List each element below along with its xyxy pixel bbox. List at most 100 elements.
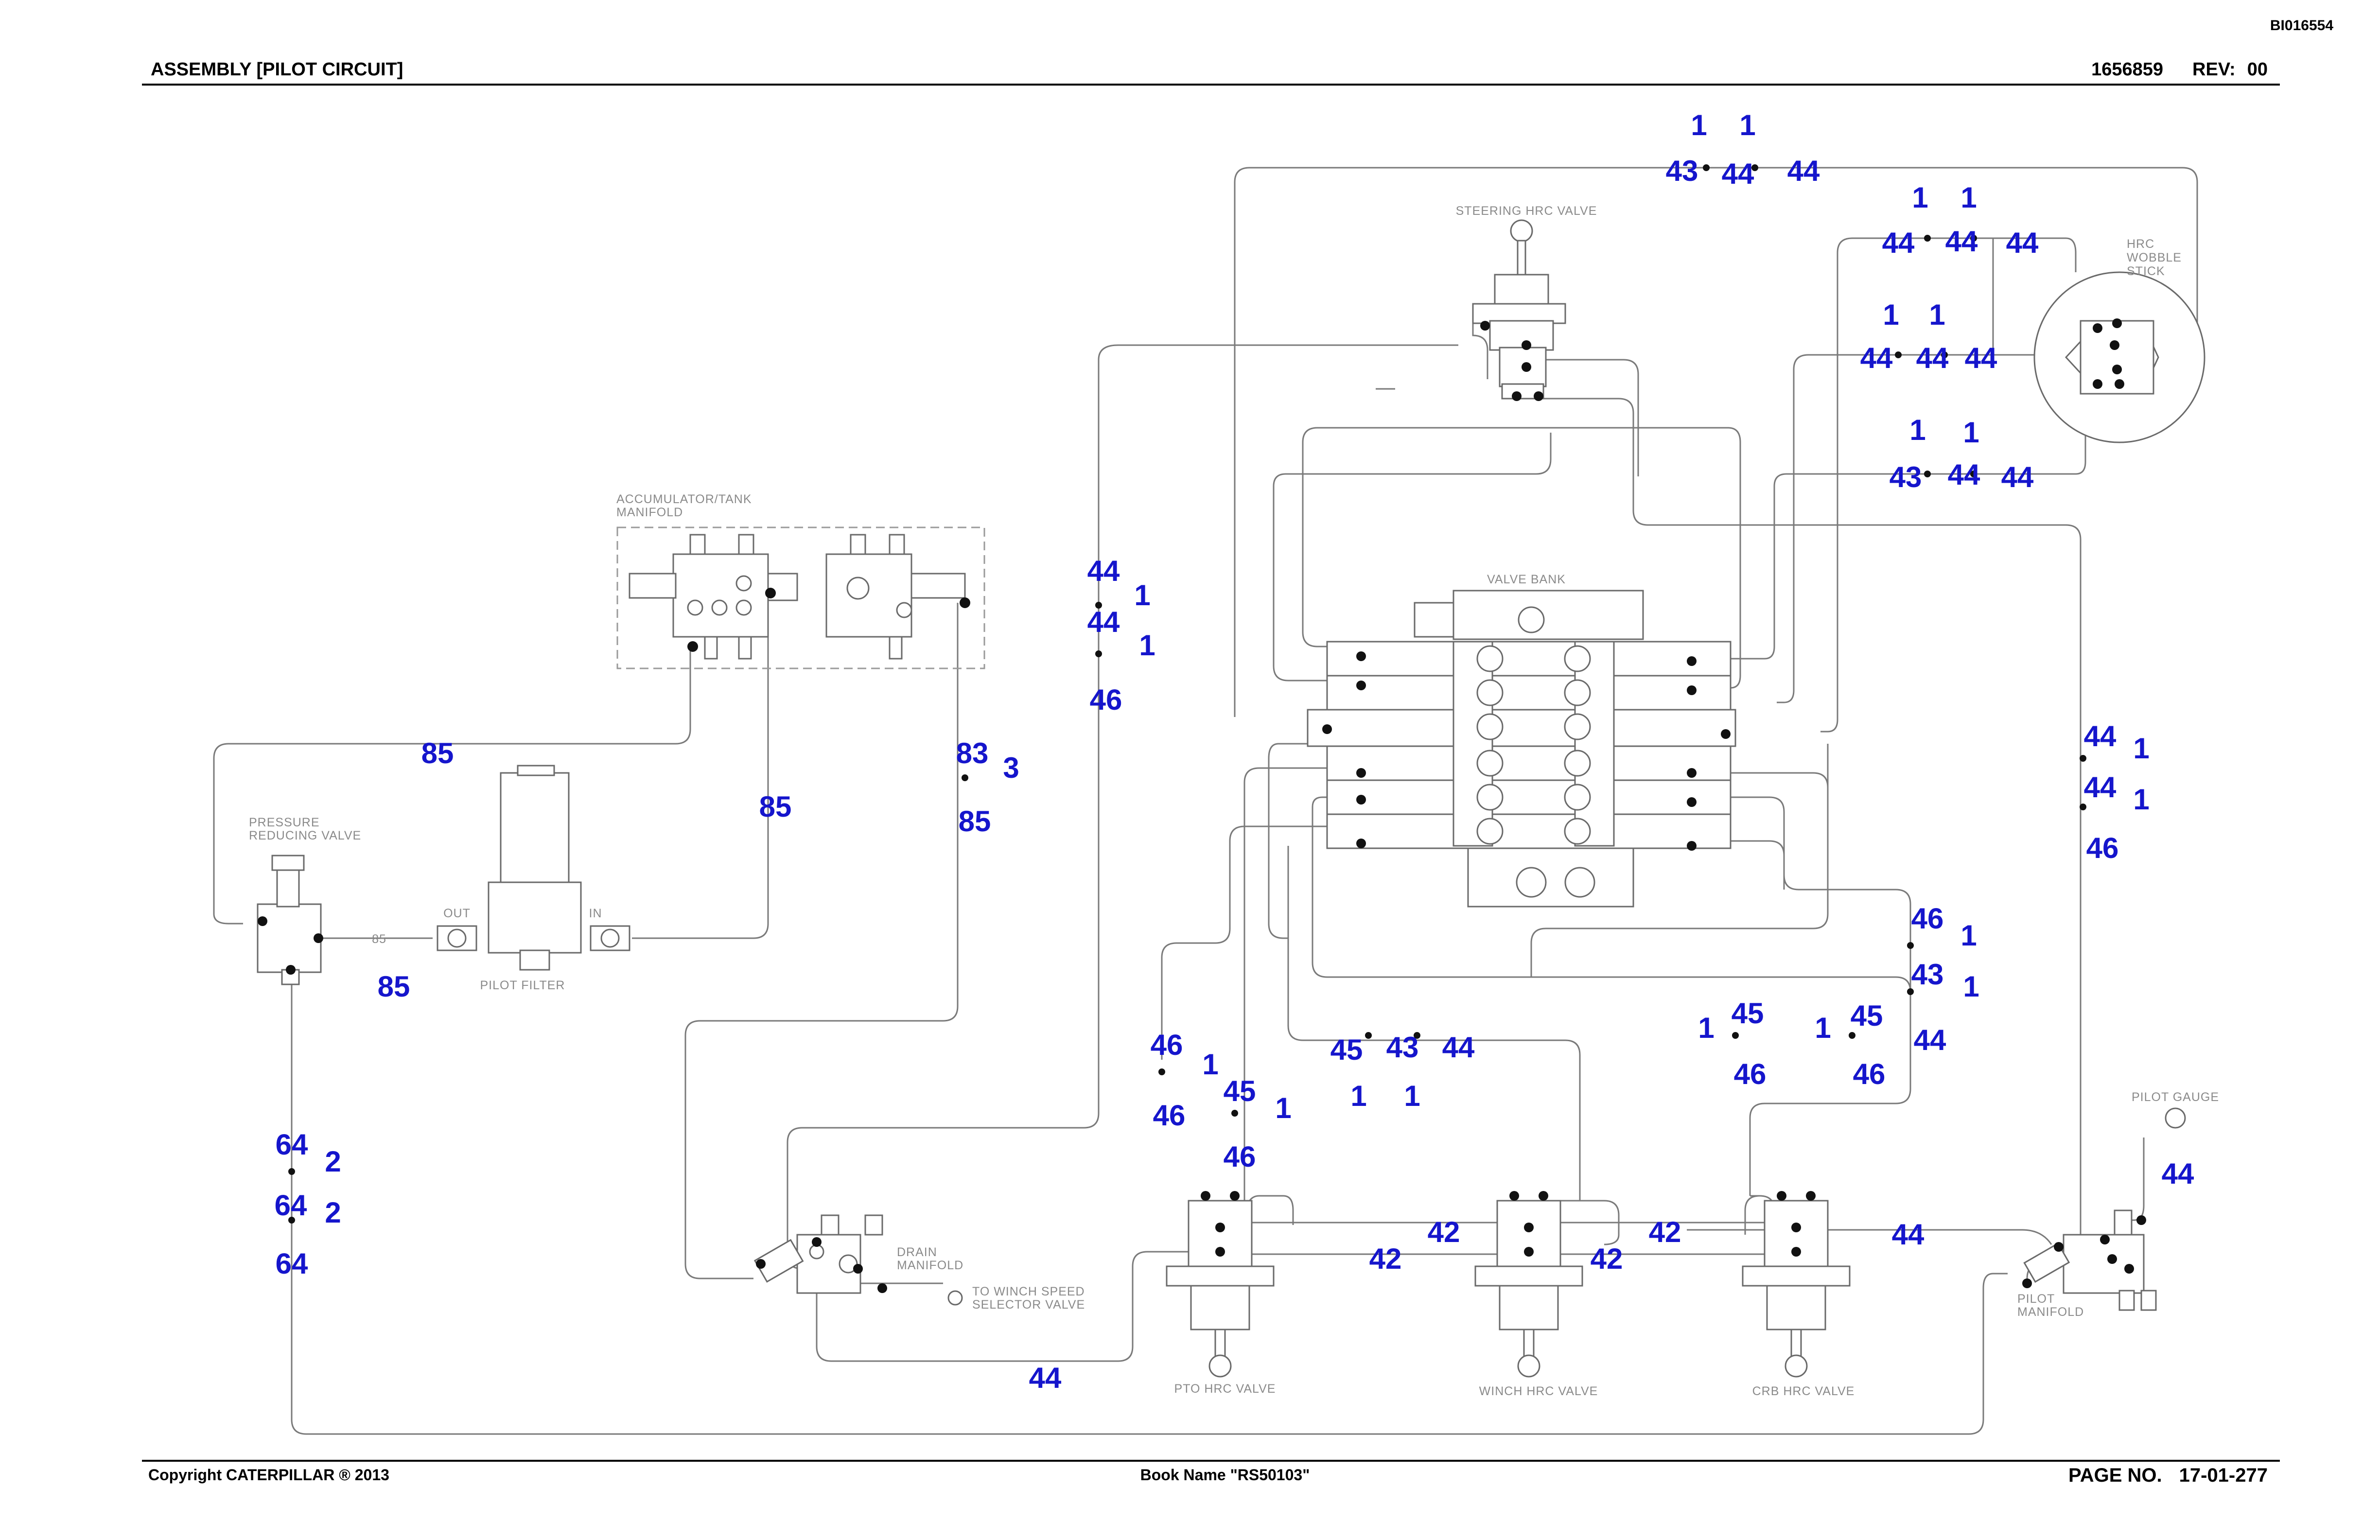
callout: 1 xyxy=(1139,629,1155,662)
winch-hrc-valve: WINCH HRC VALVE xyxy=(1474,1200,1598,1398)
callout: 1 xyxy=(1963,970,1979,1003)
callout: 43 xyxy=(1911,958,1944,991)
wobble-label-2: WOBBLE xyxy=(2127,251,2182,264)
callout: 1 xyxy=(1960,181,1977,214)
steering-valve-label: STEERING HRC VALVE xyxy=(1456,204,1597,218)
callout: 44 xyxy=(1916,342,1949,374)
callout: 44 xyxy=(1087,606,1120,638)
callout: 44 xyxy=(1860,342,1893,374)
callout: 43 xyxy=(1890,461,1922,493)
winch-speed-label-1: TO WINCH SPEED xyxy=(972,1285,1085,1298)
drain-manifold-label-2: MANIFOLD xyxy=(897,1259,963,1272)
callout: 42 xyxy=(1428,1216,1460,1248)
callout: 1 xyxy=(1909,414,1925,446)
callout: 64 xyxy=(276,1247,308,1280)
callout: 44 xyxy=(1965,342,1997,374)
callout: 1 xyxy=(1883,298,1899,331)
callout: 2 xyxy=(325,1196,341,1229)
callout: 1 xyxy=(1350,1080,1366,1112)
pilot-manifold-label-2: MANIFOLD xyxy=(2017,1305,2084,1319)
callout: 64 xyxy=(275,1189,307,1222)
copyright: Copyright CATERPILLAR ® 2013 xyxy=(148,1466,389,1484)
callout: 44 xyxy=(2001,461,2034,493)
callout: 44 xyxy=(1882,227,1915,259)
callout: 45 xyxy=(1851,999,1883,1032)
crb-valve-label: CRB HRC VALVE xyxy=(1752,1384,1855,1398)
winch-speed-label-2: SELECTOR VALVE xyxy=(972,1298,1085,1312)
wobble-label-1: HRC xyxy=(2127,237,2154,251)
callout: 42 xyxy=(1591,1242,1623,1275)
callout: 44 xyxy=(1087,555,1120,587)
rev-label: REV: xyxy=(2192,59,2236,80)
pto-hrc-valve: PTO HRC VALVE xyxy=(1166,1200,1276,1396)
callout: 44 xyxy=(1892,1218,1925,1251)
filter-in-label: IN xyxy=(589,907,602,920)
page-number-label: PAGE NO. xyxy=(2068,1465,2162,1486)
drawing-code: BI016554 xyxy=(2270,18,2333,34)
pilot-gauge-label: PILOT GAUGE xyxy=(2132,1090,2219,1104)
valve-bank-label: VALVE BANK xyxy=(1487,573,1566,586)
callout: 64 xyxy=(276,1128,308,1161)
callout: 85 xyxy=(959,805,991,838)
hrc-wobble-stick: HRC WOBBLE STICK xyxy=(2033,237,2205,443)
callout: 44 xyxy=(1722,158,1754,190)
crb-hrc-valve: CRB HRC VALVE xyxy=(1742,1200,1855,1398)
book-name: Book Name "RS50103" xyxy=(1140,1466,1310,1484)
callout: 44 xyxy=(2006,227,2039,259)
callout: 44 xyxy=(1945,225,1978,258)
callout: 45 xyxy=(1224,1075,1256,1107)
pilot-filter: OUT IN PILOT FILTER 85 xyxy=(372,765,630,992)
callout: 1 xyxy=(2133,783,2149,816)
pressure-valve-label-1: PRESSURE xyxy=(249,816,320,829)
callout: 1 xyxy=(1739,109,1755,141)
drain-manifold: DRAIN MANIFOLD TO WINCH SPEED SELECTOR V… xyxy=(753,1214,1085,1312)
pilot-manifold-label-1: PILOT xyxy=(2017,1292,2055,1306)
callout: 2 xyxy=(325,1145,341,1178)
callout: 44 xyxy=(1442,1031,1475,1064)
callout: 46 xyxy=(1734,1058,1767,1090)
callout: 46 xyxy=(1911,902,1944,935)
callout: 1 xyxy=(1698,1012,1714,1044)
pilot-manifold: PILOT GAUGE PILOT MANIFOLD xyxy=(2017,1090,2219,1319)
pressure-valve-label-2: REDUCING VALVE xyxy=(249,829,361,842)
callout: 85 xyxy=(759,790,792,823)
pilot-filter-label: PILOT FILTER xyxy=(480,979,565,992)
callout: 44 xyxy=(2162,1157,2194,1190)
filter-out-label: OUT xyxy=(443,907,471,920)
callout-dots xyxy=(288,164,2086,1224)
callout: 45 xyxy=(1732,997,1764,1030)
callout: 46 xyxy=(2086,832,2119,864)
accumulator-tank-manifold: ACCUMULATOR/TANK MANIFOLD xyxy=(616,492,985,669)
page-title: ASSEMBLY [PILOT CIRCUIT] xyxy=(151,59,403,80)
page-number-value: 17-01-277 xyxy=(2179,1465,2268,1486)
callout: 85 xyxy=(421,737,454,770)
callout: 45 xyxy=(1330,1033,1363,1066)
callout: 1 xyxy=(1929,298,1945,331)
line-85-label: 85 xyxy=(372,932,386,946)
rev-value: 00 xyxy=(2247,59,2268,80)
valve-bank: VALVE BANK xyxy=(1307,573,1736,908)
callout: 3 xyxy=(1003,752,1019,784)
callout: 42 xyxy=(1369,1242,1402,1275)
callout: 44 xyxy=(1914,1024,1946,1056)
port-dots xyxy=(258,318,2146,1293)
callout: 1 xyxy=(1404,1080,1420,1112)
callout: 44 xyxy=(1787,155,1820,187)
wobble-label-3: STICK xyxy=(2127,264,2165,278)
callout: 1 xyxy=(1134,579,1150,612)
pto-valve-label: PTO HRC VALVE xyxy=(1174,1382,1276,1396)
accumulator-label-2: MANIFOLD xyxy=(616,506,683,519)
callout: 1 xyxy=(1963,416,1979,449)
callout: 46 xyxy=(1153,1099,1186,1132)
callout: 1 xyxy=(2133,732,2149,765)
callout: 46 xyxy=(1853,1058,1886,1090)
part-number: 1656859 xyxy=(2091,59,2163,80)
callout: 44 xyxy=(2084,771,2117,804)
callout: 43 xyxy=(1666,155,1698,187)
callout: 1 xyxy=(1202,1048,1218,1081)
callout: 1 xyxy=(1815,1012,1831,1044)
callout: 1 xyxy=(1912,181,1928,214)
callout: 1 xyxy=(1691,109,1707,141)
winch-valve-label: WINCH HRC VALVE xyxy=(1479,1384,1598,1398)
callout: 1 xyxy=(1960,919,1977,952)
